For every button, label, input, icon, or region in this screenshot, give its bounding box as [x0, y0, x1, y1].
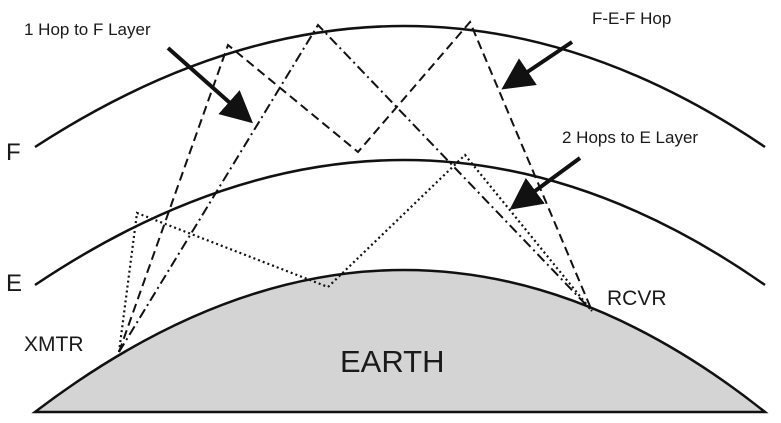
one-hop-f-label: 1 Hop to F Layer [24, 20, 151, 39]
one-hop-f-arrow [166, 46, 253, 124]
e-layer-label: E [6, 270, 22, 297]
e-layer-arc [34, 158, 766, 287]
fef-hop-arrow [501, 40, 574, 90]
earth-label: EARTH [340, 344, 445, 379]
fef-hop-label: F-E-F Hop [592, 9, 671, 28]
xmtr-label: XMTR [24, 333, 84, 356]
fef-hop-path [118, 20, 593, 353]
two-hops-e-arrow [509, 156, 582, 210]
f-layer-label: F [6, 139, 21, 166]
f-layer-arc [34, 24, 766, 149]
earth-surface [31, 268, 769, 414]
two-hops-e-label: 2 Hops to E Layer [562, 128, 698, 147]
rcvr-label: RCVR [607, 287, 667, 310]
one-hop-f-path [118, 23, 593, 353]
